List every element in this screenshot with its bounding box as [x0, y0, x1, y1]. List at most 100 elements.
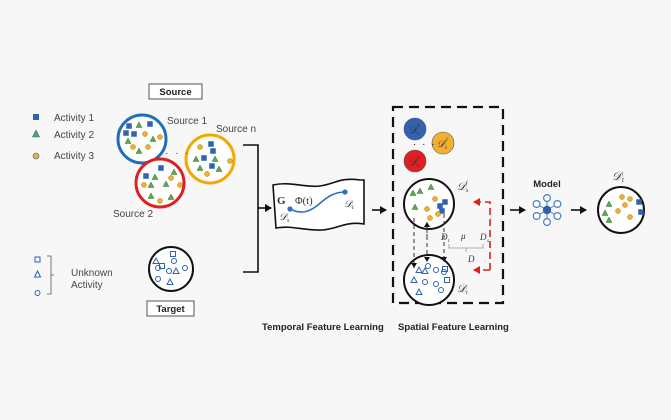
triangle-marker — [166, 277, 174, 285]
distance-bracket — [448, 244, 484, 252]
circle-marker — [422, 279, 428, 285]
triangle-marker — [215, 165, 223, 172]
target-domain — [148, 246, 194, 292]
square-outline-icon — [34, 256, 41, 263]
unknown-label-line2: Activity — [71, 280, 103, 291]
circle-marker — [433, 281, 439, 287]
domain-2-sym: 𝒟 — [437, 139, 447, 150]
triangle-icon — [32, 129, 40, 138]
legend-activity-2: Activity 2 — [54, 130, 94, 141]
domain-n-sup: n — [417, 155, 420, 161]
triangle-marker — [410, 275, 418, 283]
target-box-label: Target — [156, 304, 185, 315]
circle-marker — [622, 202, 628, 208]
feedback-arrow-source — [473, 198, 491, 270]
spatial-box — [391, 105, 505, 305]
circle-marker — [427, 215, 433, 221]
triangle-marker — [415, 287, 423, 295]
source-2-label: Source 2 — [113, 209, 153, 220]
domains-ellipsis: · · · — [413, 139, 436, 150]
square-marker — [201, 155, 207, 161]
triangle-marker — [409, 189, 417, 196]
bracket-icon — [47, 255, 54, 295]
circle-marker — [424, 206, 430, 212]
circle-marker — [182, 265, 188, 271]
dt-point — [342, 189, 348, 195]
manifold-dt: 𝒟 — [344, 199, 354, 210]
circle-marker — [438, 287, 444, 293]
unknown-label-line1: Unknown — [71, 268, 113, 279]
circle-icon — [32, 152, 40, 160]
domain-2-circle — [431, 131, 455, 155]
legend-activity-3: Activity 3 — [54, 151, 94, 162]
spatial-target-sub: t — [466, 290, 468, 296]
square-marker — [442, 266, 448, 272]
triangle-marker — [135, 147, 143, 154]
square-marker — [123, 130, 129, 136]
temporal-manifold: G Φ(t) 𝒟 s 𝒟 t — [272, 178, 365, 231]
circle-marker — [157, 134, 163, 140]
triangle-marker — [211, 155, 219, 162]
triangle-marker — [147, 181, 155, 188]
triangle-marker — [605, 216, 613, 223]
domain-1-sup: 1 — [417, 123, 420, 129]
domain-2-sub: s — [445, 145, 447, 151]
ds-distance-sub: s — [487, 238, 489, 244]
circle-marker — [168, 175, 174, 181]
model-label: Model — [533, 179, 560, 190]
circle-marker — [627, 214, 633, 220]
network-node — [553, 212, 562, 221]
circle-outline-icon — [34, 290, 41, 296]
circle-marker — [155, 276, 161, 282]
triangle-marker — [124, 137, 132, 144]
triangle-marker — [605, 200, 613, 207]
triangle-marker — [167, 193, 175, 200]
manifold-ds-sub: s — [287, 218, 290, 224]
output-sym: 𝒟 — [612, 169, 624, 183]
network-node — [532, 212, 541, 221]
selected-source-sup: i — [466, 180, 468, 186]
circle-marker — [227, 158, 233, 164]
manifold-ds: 𝒟 — [279, 212, 289, 223]
square-marker — [439, 208, 445, 214]
square-marker — [208, 141, 214, 147]
output-domain — [597, 186, 645, 234]
square-marker — [437, 203, 443, 209]
small-domains: 𝒟 1 s 𝒟 2 s 𝒟 n s · · · — [403, 117, 455, 173]
triangle-marker — [172, 266, 180, 274]
circle-marker — [177, 182, 183, 188]
network-icon — [532, 194, 562, 227]
circle-marker — [619, 194, 625, 200]
dt-distance-sub: t — [448, 238, 450, 244]
circle-marker — [142, 131, 148, 137]
circle-marker — [141, 182, 147, 188]
source-domains — [116, 113, 236, 209]
spatial-target-sym: 𝒟 — [457, 283, 468, 295]
manifold-dt-sub: t — [352, 205, 354, 211]
temporal-caption: Temporal Feature Learning — [262, 322, 384, 333]
circle-marker — [197, 144, 203, 150]
square-marker — [158, 165, 164, 171]
square-marker — [126, 123, 132, 129]
circle-marker — [425, 263, 431, 269]
square-icon — [33, 114, 39, 120]
triangle-marker — [162, 180, 170, 187]
domain-circle — [403, 178, 455, 230]
triangle-outline-icon — [33, 269, 42, 278]
selected-source-sym: 𝒟 — [457, 181, 468, 193]
square-marker — [131, 131, 137, 137]
network-center-node — [542, 205, 552, 215]
domain-circle — [403, 254, 455, 306]
circle-marker — [145, 144, 151, 150]
phi-symbol: Φ(t) — [295, 196, 313, 207]
circle-marker — [435, 211, 441, 217]
source-box-label: Source — [159, 87, 191, 98]
spatial-caption: Spatial Feature Learning — [398, 322, 509, 333]
merge-bracket — [243, 144, 259, 273]
triangle-marker — [427, 183, 435, 190]
triangle-marker — [151, 173, 159, 180]
circle-marker — [204, 171, 210, 177]
square-marker — [210, 148, 216, 154]
triangle-marker — [415, 265, 423, 273]
circle-marker — [155, 265, 161, 271]
